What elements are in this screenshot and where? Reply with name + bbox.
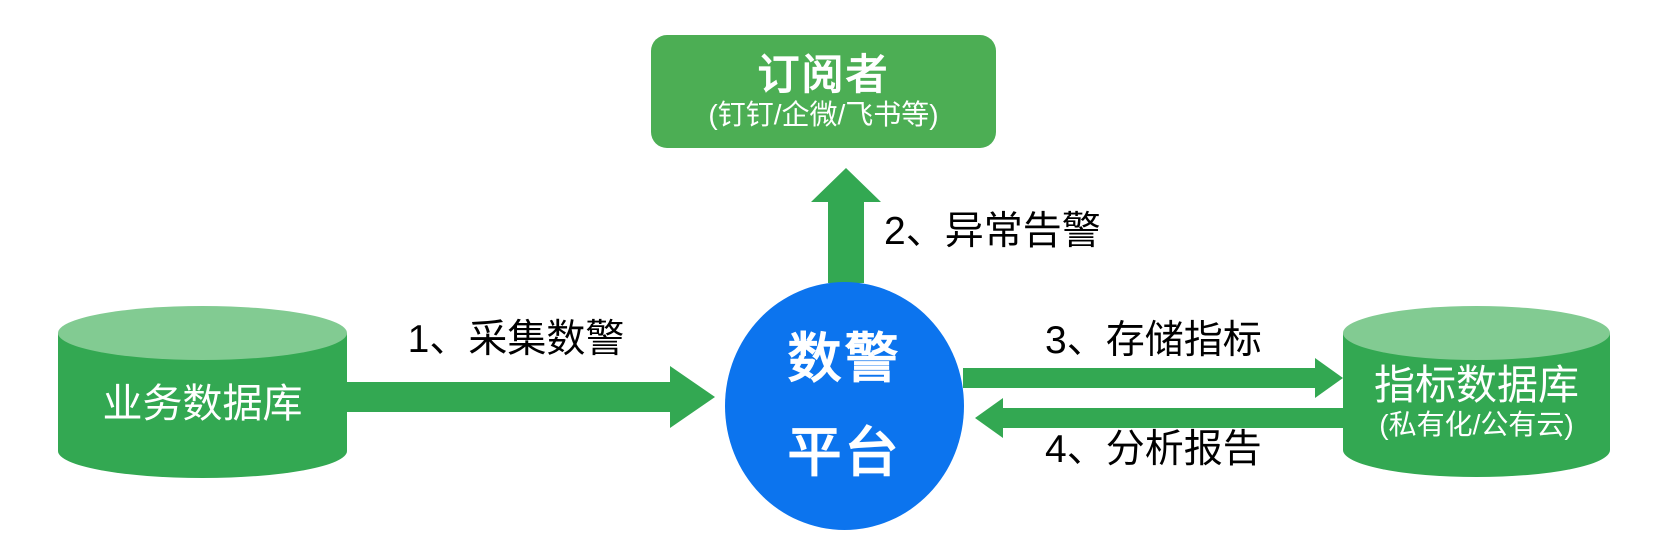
- business-database-cylinder-icon: [58, 306, 347, 478]
- subscriber-subtitle: (钉钉/企微/飞书等): [708, 99, 939, 131]
- store-label: 3、存储指标: [1045, 319, 1262, 362]
- alert-label: 2、异常告警: [884, 210, 1101, 253]
- subscriber-title: 订阅者: [757, 51, 890, 98]
- report-label: 4、分析报告: [1045, 428, 1262, 471]
- metric-database-cylinder-icon: [1343, 306, 1610, 477]
- platform-name-line2: 平台: [787, 423, 902, 483]
- node-subscribers: 订阅者 (钉钉/企微/飞书等): [651, 35, 996, 148]
- platform-name-line1: 数警: [787, 329, 902, 389]
- report-arrow: [975, 398, 1343, 438]
- store-arrow: [963, 358, 1343, 398]
- node-platform: 数警 平台: [725, 282, 964, 530]
- collect-arrow: [347, 366, 715, 428]
- collect-label: 1、采集数警: [407, 318, 625, 361]
- alert-arrow: [811, 168, 881, 283]
